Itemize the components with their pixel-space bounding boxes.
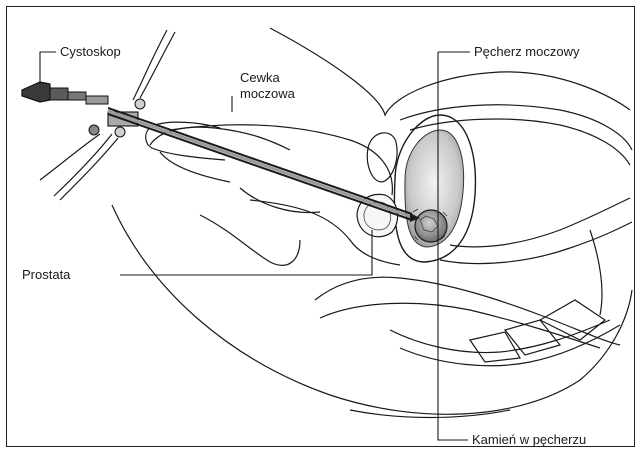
label-bladder-stone: Kamień w pęcherzu: [472, 432, 586, 447]
label-urethra-line1: Cewka: [240, 70, 281, 85]
label-cystoscope: Cystoskop: [60, 44, 121, 59]
leader-prostate: [120, 230, 372, 275]
label-urethra-line2: moczowa: [240, 86, 296, 101]
label-bladder: Pęcherz moczowy: [474, 44, 580, 59]
leader-cystoscope: [40, 52, 56, 84]
label-prostate: Prostata: [22, 267, 71, 282]
pubic-bone: [367, 133, 397, 182]
leader-lines: [40, 52, 470, 440]
